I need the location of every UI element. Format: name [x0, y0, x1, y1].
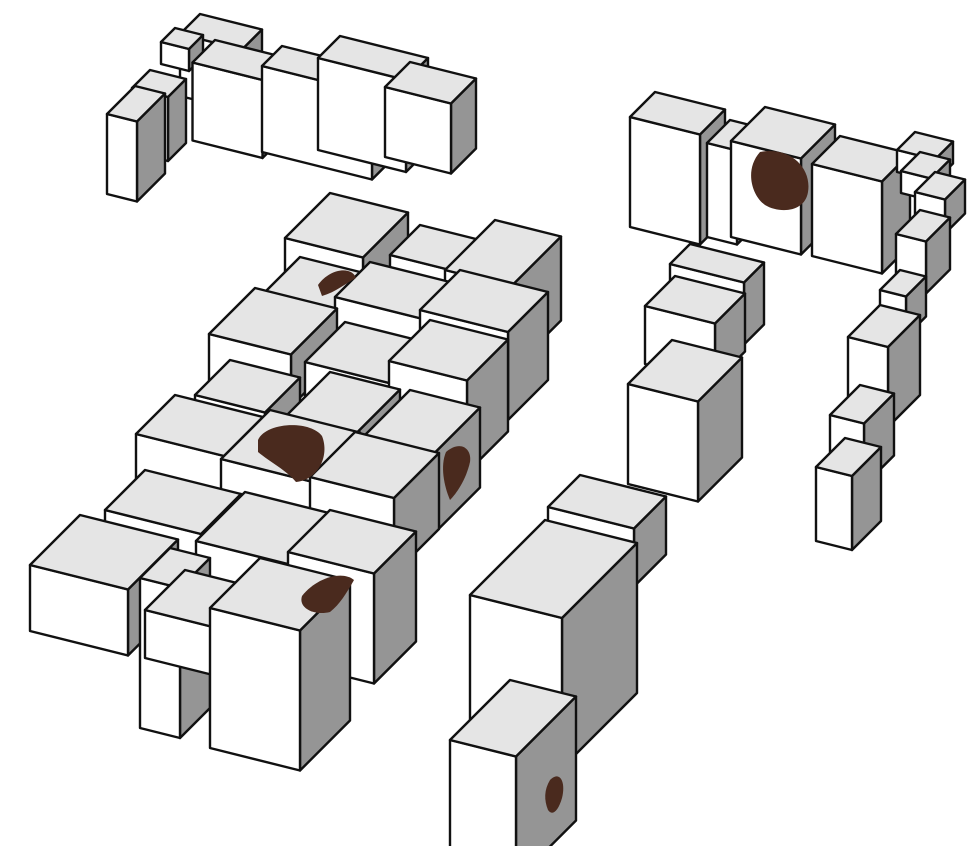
block-clusters — [30, 14, 965, 846]
block — [385, 62, 476, 174]
top-left-cluster — [107, 14, 476, 202]
block — [107, 86, 165, 202]
center-right-cluster — [628, 244, 764, 502]
block — [816, 438, 881, 550]
